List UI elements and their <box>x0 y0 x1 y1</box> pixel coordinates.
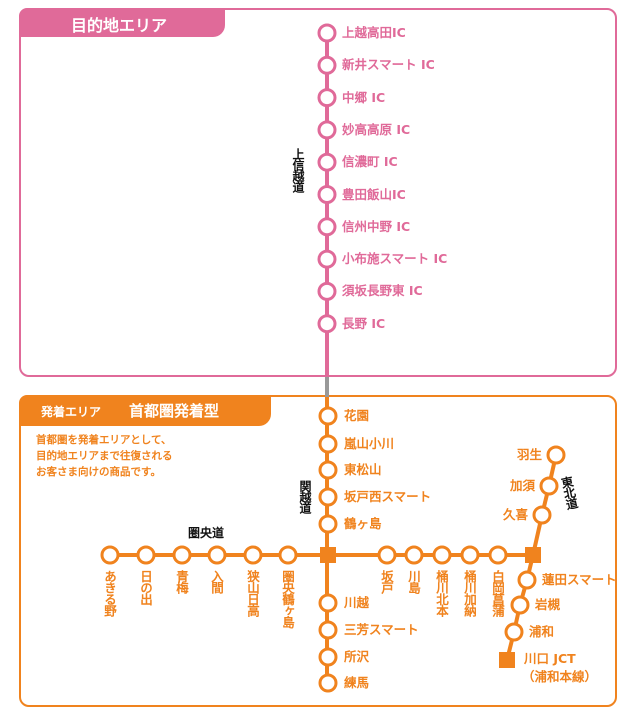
station-marker[interactable] <box>317 249 337 269</box>
station-marker[interactable] <box>318 406 338 426</box>
station-label[interactable]: 嵐山小川 <box>344 436 395 451</box>
station-label[interactable]: 小布施スマート IC <box>342 251 448 267</box>
station-label[interactable]: あきる野 <box>102 570 117 616</box>
station-marker[interactable] <box>404 545 424 565</box>
station-label[interactable]: 加須 <box>509 478 535 493</box>
station-marker[interactable] <box>317 314 337 334</box>
station-marker[interactable] <box>317 88 337 108</box>
station-label[interactable]: 上越高田IC <box>342 25 406 40</box>
road-label-joshinetsu: 上信越道 <box>291 148 305 192</box>
station-label[interactable]: 桶川加納 <box>462 570 477 616</box>
station-label[interactable]: 中郷 IC <box>342 89 386 105</box>
station-label[interactable]: 桶川北本 <box>434 570 449 616</box>
station-marker[interactable] <box>318 673 338 693</box>
station-marker[interactable] <box>517 570 537 590</box>
origin-area-title: 首都圏発着型 <box>129 402 220 420</box>
station-label[interactable]: 所沢 <box>344 649 370 664</box>
station-label[interactable]: 新井スマート IC <box>342 57 435 73</box>
road-label-kanetsu: 関越道 <box>298 480 312 513</box>
description-line: 目的地エリアまで往復される <box>36 450 173 462</box>
station-label[interactable]: 圏央鶴ヶ島 <box>280 570 295 628</box>
station-marker[interactable] <box>488 545 508 565</box>
station-label[interactable]: 青梅 <box>174 570 189 593</box>
station-label[interactable]: 練馬 <box>344 675 370 690</box>
station-marker[interactable] <box>317 55 337 75</box>
station-marker[interactable] <box>317 120 337 140</box>
station-label[interactable]: 白岡菖蒲 <box>490 570 505 616</box>
station-marker[interactable] <box>136 545 156 565</box>
station-marker[interactable] <box>318 620 338 640</box>
station-marker[interactable] <box>318 514 338 534</box>
origin-description: 首都圏を発着エリアとして、 目的地エリアまで往復される お客さま向けの商品です。 <box>36 432 236 480</box>
station-label[interactable]: 信州中野 IC <box>342 218 411 234</box>
description-line: お客さま向けの商品です。 <box>36 466 161 478</box>
junction-marker <box>525 547 541 563</box>
station-label[interactable]: 坂戸西スマート <box>344 489 432 504</box>
station-marker[interactable] <box>546 445 566 465</box>
station-label[interactable]: 妙高高原 IC <box>342 121 411 137</box>
origin-area-panel <box>19 395 617 707</box>
station-label[interactable]: 羽生 <box>516 447 542 462</box>
origin-area-label: 発着エリア <box>41 405 102 419</box>
station-label[interactable]: 信濃町 IC <box>342 154 398 170</box>
station-label[interactable]: 岩槻 <box>535 597 561 612</box>
station-label[interactable]: 花園 <box>344 408 370 423</box>
station-label[interactable]: 川島 <box>406 570 421 593</box>
junction-label: 川口 JCT <box>524 651 576 666</box>
station-marker[interactable] <box>510 595 530 615</box>
station-marker[interactable] <box>460 545 480 565</box>
station-marker[interactable] <box>318 434 338 454</box>
station-label[interactable]: 須坂長野東 IC <box>342 283 423 299</box>
station-marker[interactable] <box>532 505 552 525</box>
road-label-kenodo: 圏央道 <box>188 526 225 540</box>
station-marker[interactable] <box>318 647 338 667</box>
station-label[interactable]: 豊田飯山IC <box>342 186 406 202</box>
station-label[interactable]: 浦和 <box>529 624 555 639</box>
station-label[interactable]: 坂戸 <box>379 570 394 593</box>
station-marker[interactable] <box>317 281 337 301</box>
station-marker[interactable] <box>318 460 338 480</box>
station-label[interactable]: 日の出 <box>138 570 153 605</box>
station-marker[interactable] <box>317 217 337 237</box>
station-marker[interactable] <box>318 487 338 507</box>
station-marker[interactable] <box>278 545 298 565</box>
origin-area-tab: 発着エリア 首都圏発着型 <box>19 395 271 426</box>
station-label[interactable]: 鶴ヶ島 <box>344 516 382 531</box>
station-marker[interactable] <box>207 545 227 565</box>
station-label[interactable]: 川越 <box>344 595 370 610</box>
station-label[interactable]: 蓮田スマート <box>542 572 617 587</box>
station-marker[interactable] <box>539 476 559 496</box>
station-label[interactable]: 入間 <box>209 570 224 593</box>
station-marker[interactable] <box>172 545 192 565</box>
station-marker[interactable] <box>377 545 397 565</box>
station-marker[interactable] <box>504 622 524 642</box>
station-marker[interactable] <box>432 545 452 565</box>
station-marker[interactable] <box>318 593 338 613</box>
station-label[interactable]: 狭山日高 <box>245 570 260 616</box>
station-label[interactable]: 長野 IC <box>342 315 386 331</box>
station-marker[interactable] <box>243 545 263 565</box>
station-marker[interactable] <box>100 545 120 565</box>
station-marker[interactable] <box>317 185 337 204</box>
station-label[interactable]: 東松山 <box>344 462 382 477</box>
description-line: 首都圏を発着エリアとして、 <box>36 434 172 446</box>
junction-marker <box>320 547 336 563</box>
station-marker[interactable] <box>317 23 337 43</box>
station-marker[interactable] <box>317 152 337 172</box>
junction-marker <box>499 652 515 668</box>
station-label[interactable]: 三芳スマート <box>344 622 419 637</box>
junction-label: （浦和本線） <box>522 669 598 684</box>
destination-area-title: 目的地エリア <box>19 8 225 37</box>
station-label[interactable]: 久喜 <box>502 507 528 522</box>
